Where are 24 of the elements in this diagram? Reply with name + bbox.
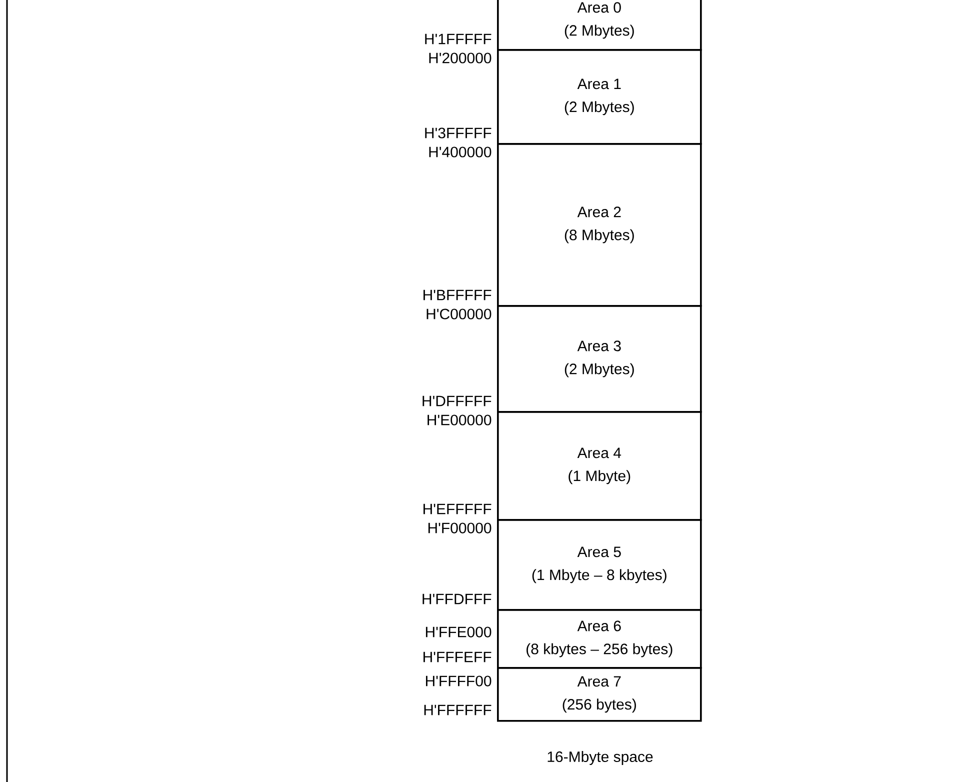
memory-area-box: Area 0 (2 Mbytes) — [497, 0, 702, 51]
address-label: H'F00000 — [428, 522, 492, 534]
address-label: H'FFFFFF — [424, 704, 492, 716]
address-label: H'1FFFFF — [425, 34, 492, 44]
address-label: H'400000 — [429, 146, 492, 158]
address-label: H'DFFFFF — [422, 396, 492, 406]
address-label: H'FFFF00 — [426, 676, 492, 686]
memory-area-box: Area 7 (256 bytes) — [497, 667, 702, 722]
caption-text: 16-Mbyte space — [548, 751, 653, 765]
address-label: H'FFDFFF — [422, 594, 492, 604]
address-label: H'200000 — [429, 52, 492, 64]
address-label: H'E00000 — [428, 414, 492, 426]
address-label: H'3FFFFF — [425, 128, 492, 138]
memory-area-box: Area 3 (2 Mbytes) — [497, 305, 702, 413]
address-label: H'EFFFFF — [424, 504, 492, 514]
memory-area-box: Area 2 (8 Mbytes) — [497, 143, 702, 307]
memory-area-box: Area 1 (2 Mbytes) — [497, 49, 702, 145]
memory-area-box: Area 4 (1 Mbyte) — [497, 411, 702, 521]
address-label: H'C00000 — [426, 308, 492, 320]
memory-area-box: Area 6 (8 kbytes – 256 bytes) — [497, 609, 702, 669]
memory-area-box: Area 5 (1 Mbyte – 8 kbytes) — [497, 519, 702, 611]
address-label: H'BFFFFF — [424, 290, 492, 300]
address-label: H'FFFEFF — [424, 652, 492, 662]
address-label: H'FFE000 — [426, 626, 492, 638]
